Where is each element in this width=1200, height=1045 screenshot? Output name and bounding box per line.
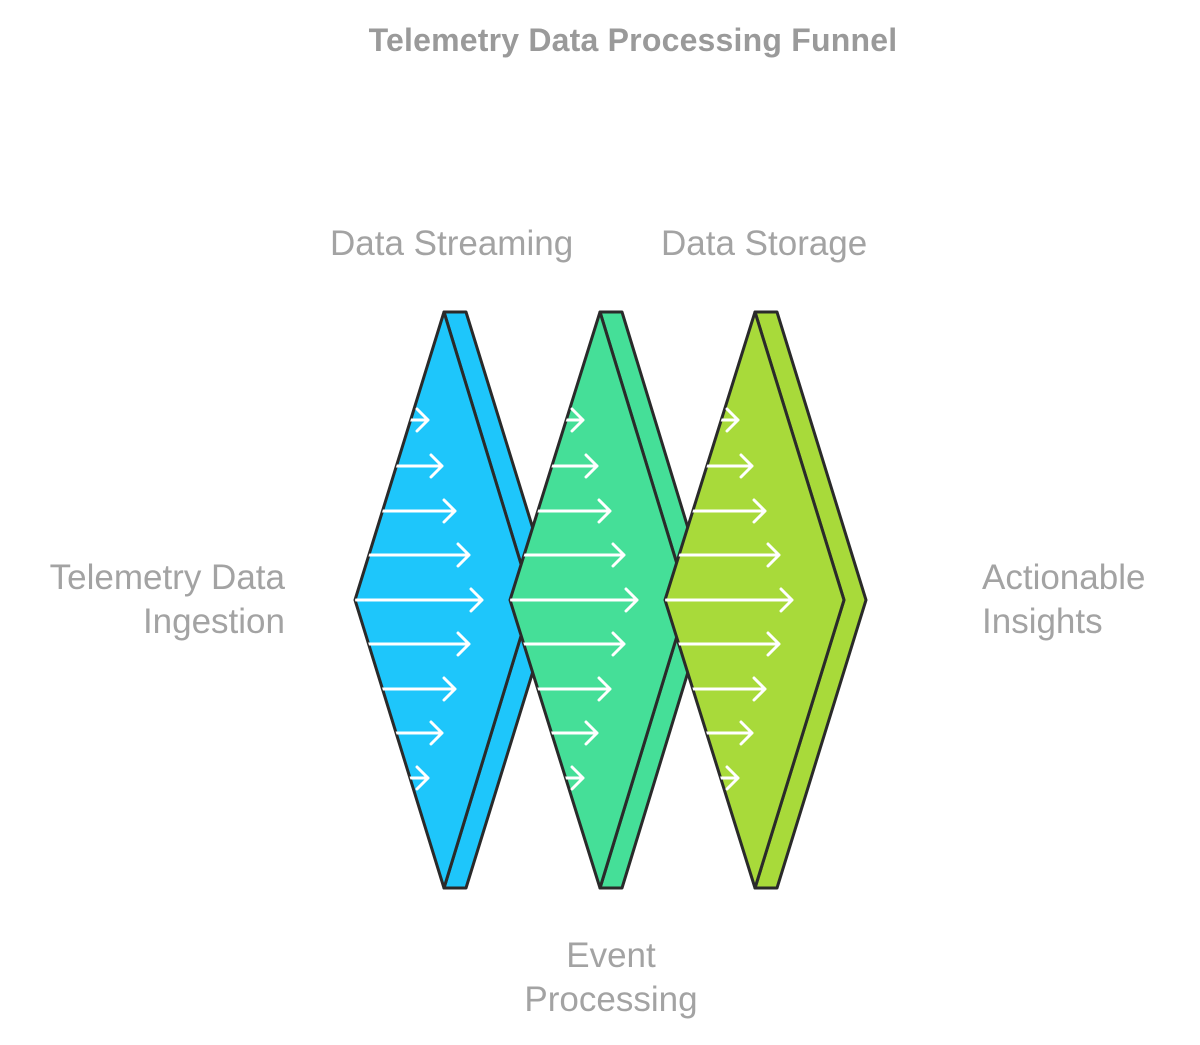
flow-arrow-icon [355,587,484,613]
flow-arrow-icon [510,587,639,613]
label-event-processing: Event Processing [470,934,752,1022]
label-data-streaming: Data Streaming [330,224,574,263]
label-data-storage: Data Storage [661,224,868,263]
label-event-line-2: Processing [524,980,698,1019]
label-event-line-1: Event [566,936,656,975]
label-ingestion-line-1: Telemetry Data [49,558,285,597]
label-telemetry-data-ingestion: Telemetry Data Ingestion [0,556,285,644]
label-ingestion-line-2: Ingestion [142,602,285,641]
label-insights-line-2: Insights [982,602,1103,641]
arrows-event-processing [510,407,639,791]
diagram-title: Telemetry Data Processing Funnel [368,22,898,58]
flow-arrow-icon [665,587,794,613]
label-insights-line-1: Actionable [982,558,1146,597]
label-actionable-insights: Actionable Insights [982,556,1192,644]
